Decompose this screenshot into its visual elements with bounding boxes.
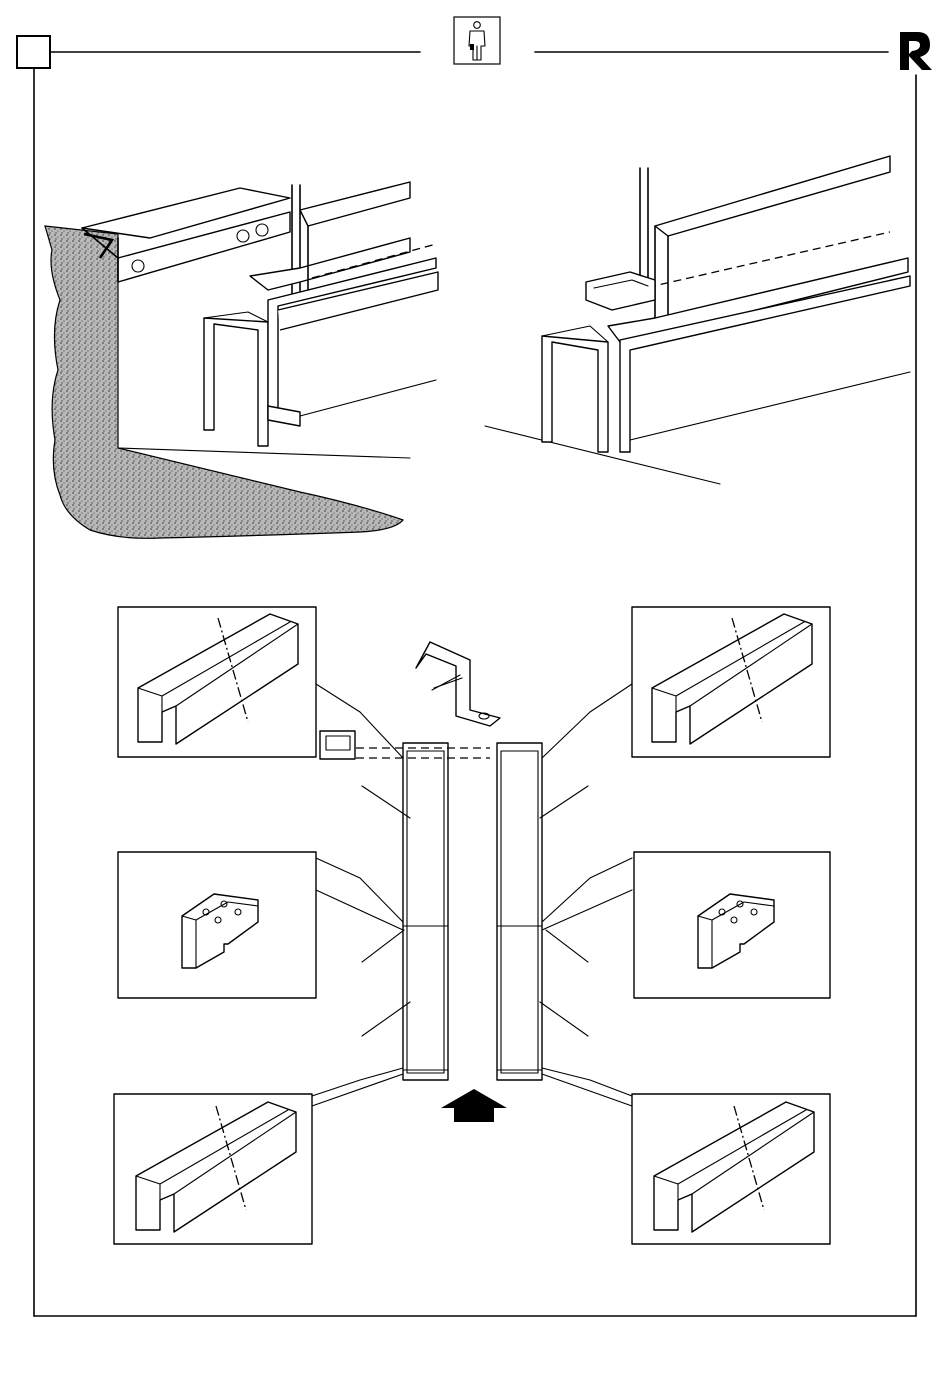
wall-rail-assembly — [45, 182, 438, 538]
brand-r-logo — [900, 32, 932, 70]
right-rail — [497, 743, 542, 1080]
leader-lines — [312, 678, 632, 1106]
z-bracket — [416, 642, 500, 726]
rail-end-assembly — [485, 156, 910, 484]
wall-plate — [320, 731, 355, 759]
left-rail — [403, 743, 448, 1080]
detail-channel-bottom-left — [114, 1094, 312, 1244]
detail-channel-top-right — [632, 607, 830, 757]
detail-bracket-left — [118, 852, 316, 998]
detail-channel-bottom-right — [632, 1094, 830, 1244]
detail-bracket-right — [634, 852, 830, 998]
step-number-box — [17, 36, 50, 68]
wall-section — [45, 226, 403, 538]
detail-channel-top-left — [118, 607, 316, 757]
rail-layout-plan — [114, 607, 830, 1244]
person-icon — [454, 17, 500, 64]
direction-arrow — [441, 1089, 507, 1122]
